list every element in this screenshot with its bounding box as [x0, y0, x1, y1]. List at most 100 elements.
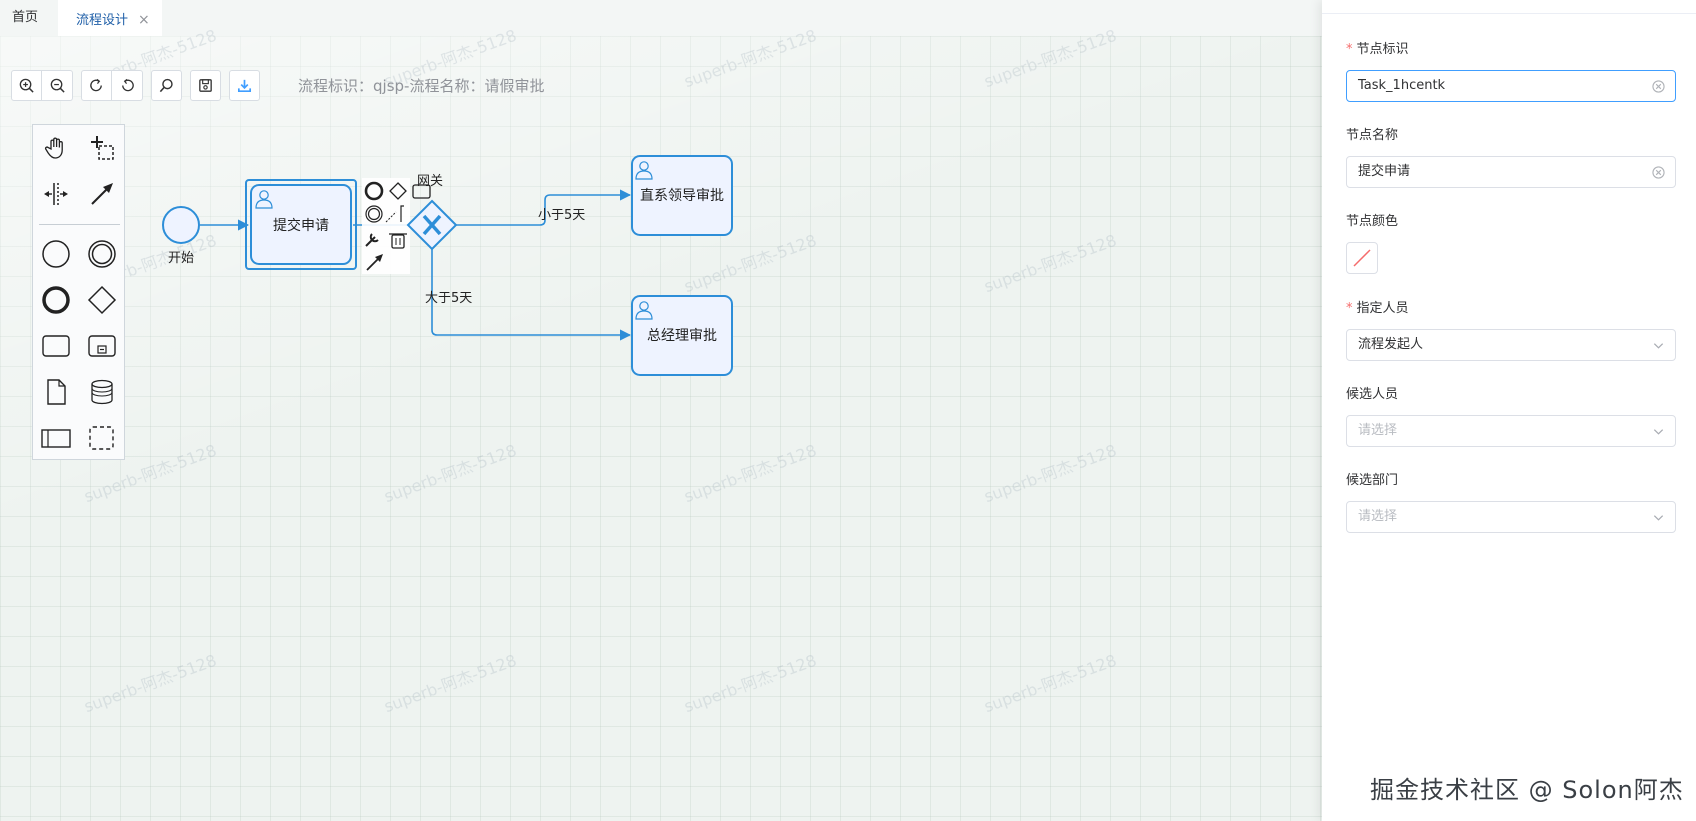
gateway-label[interactable]: 网关	[417, 174, 443, 189]
color-picker[interactable]	[1346, 242, 1378, 274]
append-intermediate-event-icon[interactable]	[365, 205, 383, 223]
clear-icon[interactable]	[1652, 166, 1665, 179]
field-candidate-departments: 候选部门 请选择	[1346, 471, 1676, 533]
task-submit-application[interactable]	[245, 179, 357, 270]
flow-more-than-5-days[interactable]	[431, 248, 632, 341]
tab-bar: 首页 流程设计×	[0, 0, 1322, 36]
wrench-icon[interactable]	[365, 233, 379, 247]
task-general-manager-approval[interactable]	[631, 295, 733, 376]
history-group	[81, 69, 143, 101]
intermediate-event-icon	[88, 240, 116, 268]
undo-button[interactable]	[112, 69, 143, 101]
flow-label-less-than-5-days[interactable]: 小于5天	[538, 208, 585, 223]
exclusive-gateway[interactable]	[406, 199, 458, 251]
properties-panel: *节点标识 Task_1hcentk 节点名称 提交申请 节点颜色 *指定人员 …	[1322, 0, 1696, 821]
lasso-icon	[91, 136, 114, 160]
tab-process-design[interactable]: 流程设计×	[58, 0, 162, 36]
close-icon[interactable]: ×	[138, 12, 150, 28]
append-task-icon[interactable]	[412, 184, 431, 199]
field-label-text: 节点标识	[1356, 42, 1409, 57]
redo-button[interactable]	[81, 69, 112, 101]
chevron-down-icon	[1653, 429, 1664, 435]
connect-arrow-icon[interactable]	[366, 254, 383, 271]
create-intermediate-event[interactable]	[83, 235, 121, 273]
rotate-left-icon	[121, 78, 134, 91]
start-event[interactable]	[162, 206, 200, 244]
save-icon	[199, 78, 212, 92]
bpmn-canvas[interactable]	[0, 36, 1322, 821]
text-annotation-icon[interactable]	[385, 211, 397, 223]
canvas-fade	[0, 36, 1322, 821]
candidate-departments-select[interactable]: 请选择	[1346, 501, 1676, 533]
task-icon	[42, 335, 70, 357]
data-object-icon	[47, 379, 66, 405]
task-direct-leader-approval[interactable]	[631, 155, 733, 236]
user-icon	[255, 190, 273, 209]
save-button[interactable]	[190, 69, 221, 101]
end-event-icon	[42, 286, 70, 314]
connect-tool[interactable]	[83, 175, 121, 213]
element-palette	[32, 124, 125, 460]
required-mark: *	[1346, 42, 1353, 57]
create-end-event[interactable]	[37, 281, 75, 319]
field-label: 候选部门	[1346, 473, 1399, 488]
create-start-event[interactable]	[37, 235, 75, 273]
user-icon	[635, 301, 653, 320]
download-group	[229, 69, 260, 101]
create-group[interactable]	[83, 419, 121, 457]
context-pad	[362, 178, 431, 274]
create-data-store[interactable]	[83, 373, 121, 411]
node-id-input[interactable]: Task_1hcentk	[1346, 70, 1676, 102]
group-icon	[89, 426, 114, 450]
candidate-users-placeholder: 请选择	[1358, 423, 1398, 438]
field-label-text: 指定人员	[1356, 301, 1409, 316]
user-icon	[635, 161, 653, 180]
zoom-out-button[interactable]	[42, 69, 73, 101]
candidate-departments-placeholder: 请选择	[1358, 509, 1398, 524]
create-gateway[interactable]	[83, 281, 121, 319]
candidate-users-select[interactable]: 请选择	[1346, 415, 1676, 447]
footer-watermark: 掘金技术社区 @ Solon阿杰	[1370, 776, 1684, 804]
create-pool[interactable]	[37, 419, 75, 457]
no-color-icon	[1353, 249, 1371, 267]
task-label: 直系领导审批	[640, 187, 724, 204]
pool-icon	[41, 429, 71, 448]
zoom-group	[11, 69, 73, 101]
clear-icon[interactable]	[1652, 80, 1665, 93]
node-name-value: 提交申请	[1358, 164, 1411, 179]
tab-home[interactable]: 首页	[12, 10, 39, 25]
task-label: 总经理审批	[647, 328, 717, 344]
zoom-in-button[interactable]	[11, 69, 42, 101]
create-data-object[interactable]	[37, 373, 75, 411]
append-gateway-icon[interactable]	[389, 182, 407, 200]
flow-less-than-5-days[interactable]	[456, 189, 632, 226]
fit-view-button[interactable]	[151, 69, 182, 101]
process-info-label: 流程标识：qjsp-流程名称：请假审批	[298, 76, 545, 95]
flow-label-more-than-5-days[interactable]: 大于5天	[425, 291, 472, 306]
chevron-down-icon	[1653, 343, 1664, 349]
save-group	[190, 69, 221, 101]
field-node-color: 节点颜色	[1346, 212, 1676, 274]
field-node-name: 节点名称 提交申请	[1346, 126, 1676, 188]
space-tool[interactable]	[37, 175, 75, 213]
create-subprocess[interactable]	[83, 327, 121, 365]
delete-icon[interactable]	[389, 233, 407, 249]
hand-tool[interactable]	[37, 129, 75, 167]
assignee-value: 流程发起人	[1358, 337, 1424, 352]
append-end-event-icon[interactable]	[364, 181, 384, 201]
lasso-tool[interactable]	[83, 129, 121, 167]
create-task[interactable]	[37, 327, 75, 365]
node-name-input[interactable]: 提交申请	[1346, 156, 1676, 188]
field-assignee: *指定人员 流程发起人	[1346, 299, 1676, 361]
space-tool-icon	[44, 183, 68, 205]
assignee-select[interactable]: 流程发起人	[1346, 329, 1676, 361]
download-button[interactable]	[229, 69, 260, 101]
field-candidate-users: 候选人员 请选择	[1346, 385, 1676, 447]
field-label: *节点标识	[1346, 40, 1676, 60]
annotation-bracket-icon[interactable]	[400, 205, 404, 222]
task-label: 提交申请	[273, 217, 329, 234]
subprocess-icon	[88, 335, 116, 357]
gateway-icon	[87, 285, 117, 315]
start-event-label[interactable]: 开始	[168, 251, 194, 266]
field-label: 节点名称	[1346, 128, 1399, 143]
